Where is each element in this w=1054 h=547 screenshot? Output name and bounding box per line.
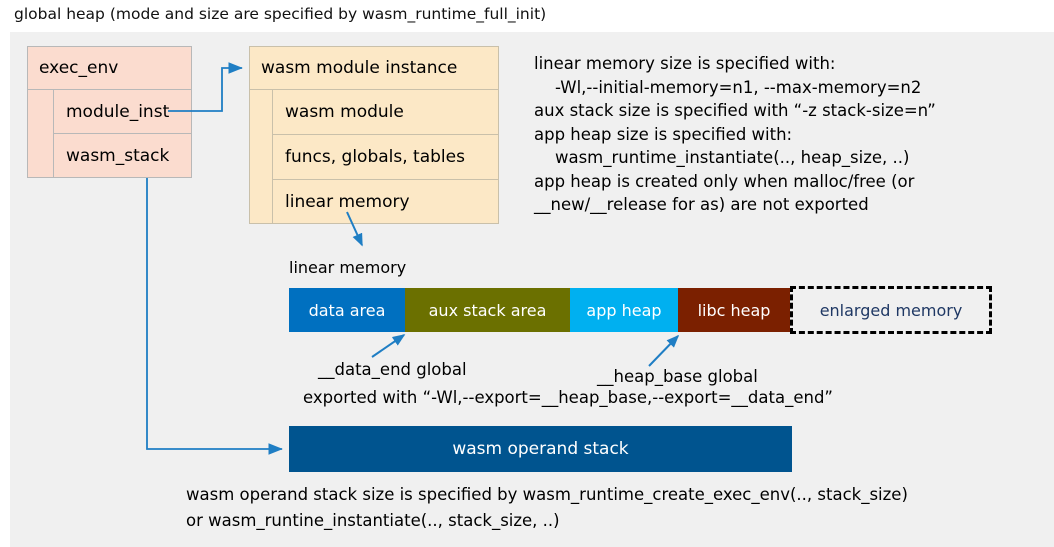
module-instance-field-wasm-module: wasm module xyxy=(272,90,499,135)
operand-stack-note: wasm operand stack size is specified by … xyxy=(186,485,908,530)
memory-segment-data-area: data area xyxy=(289,288,405,332)
wasm-module-instance-box xyxy=(249,46,499,224)
export-annotation: exported with “-Wl,--export=__heap_base,… xyxy=(303,388,833,407)
module-instance-header-label: wasm module instance xyxy=(261,57,458,78)
heap-base-annotation: __heap_base global xyxy=(597,367,758,386)
wasm-operand-stack-label: wasm operand stack xyxy=(452,439,629,459)
wasm-stack-label: wasm_stack xyxy=(66,146,170,166)
wasm-operand-stack-box: wasm operand stack xyxy=(289,426,792,472)
memory-segment-libc-heap: libc heap xyxy=(678,288,790,332)
memory-segment-enlarged-memory: enlarged memory xyxy=(790,286,992,334)
memory-segment-aux-stack-area: aux stack area xyxy=(405,288,570,332)
exec-env-field-wasm-stack: wasm_stack xyxy=(53,134,192,178)
funcs-globals-tables-label: funcs, globals, tables xyxy=(285,147,465,167)
memory-segment-label: libc heap xyxy=(697,300,771,320)
exec-env-field-module-inst: module_inst xyxy=(53,90,192,134)
memory-segment-app-heap: app heap xyxy=(570,288,678,332)
linear-memory-field-label: linear memory xyxy=(285,192,410,212)
module-instance-header-row: wasm module instance xyxy=(249,46,499,90)
linear-memory-caption: linear memory xyxy=(289,258,407,277)
exec-env-box xyxy=(27,46,192,178)
module-instance-field-linear-memory: linear memory xyxy=(272,180,499,224)
memory-segment-label: aux stack area xyxy=(428,300,547,320)
memory-segment-label: app heap xyxy=(586,300,662,320)
exec-env-header-row: exec_env xyxy=(27,46,192,90)
page-title: global heap (mode and size are specified… xyxy=(14,5,547,23)
exec-env-header-label: exec_env xyxy=(39,57,119,78)
data-end-annotation: __data_end global xyxy=(318,360,467,379)
memory-segment-label: enlarged memory xyxy=(819,300,963,320)
linear-memory-note: linear memory size is specified with: -W… xyxy=(534,54,936,214)
module-inst-label: module_inst xyxy=(66,101,170,122)
memory-segment-label: data area xyxy=(308,300,386,320)
wasm-module-label: wasm module xyxy=(285,102,404,122)
module-instance-field-funcs-globals-tables: funcs, globals, tables xyxy=(272,135,499,180)
